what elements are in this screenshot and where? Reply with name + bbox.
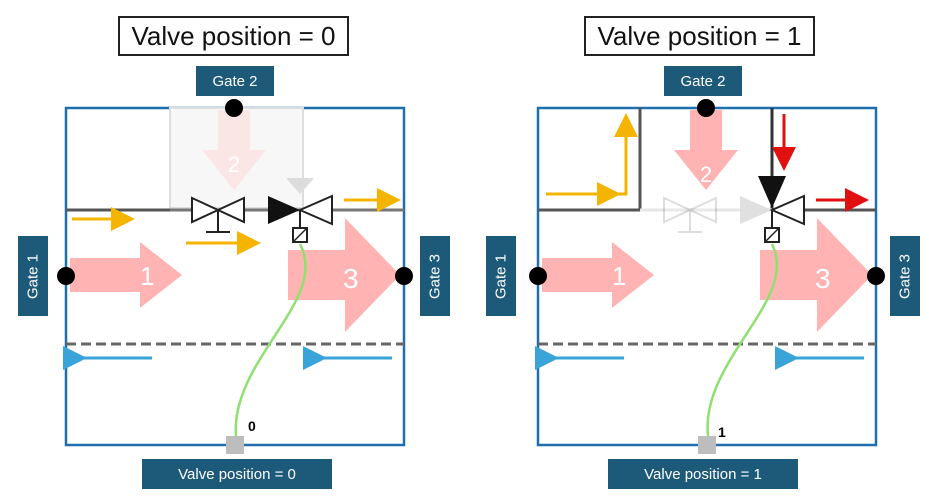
left-valve-position-label: Valve position = 0 xyxy=(142,459,332,489)
right-flow-arrow-3 xyxy=(760,218,872,332)
right-flow-arrow-1 xyxy=(542,242,654,308)
right-signal-line xyxy=(706,243,779,437)
left-title: Valve position = 0 xyxy=(118,16,349,56)
right-gate1-label: Gate 1 xyxy=(486,236,516,316)
left-gate3-dot-icon xyxy=(395,267,413,285)
left-gate2-dot-icon xyxy=(225,99,243,117)
right-two-way-valve-icon xyxy=(663,196,717,233)
right-flow-label-1: 1 xyxy=(612,261,626,291)
right-signal-value: 1 xyxy=(718,424,726,440)
right-flow-arrow-2 xyxy=(674,110,738,190)
right-gate1-dot-icon xyxy=(529,267,547,285)
left-signal-port xyxy=(226,436,244,454)
left-flow-label-2: 2 xyxy=(228,152,240,177)
left-flow-arrow-1 xyxy=(70,242,182,308)
left-flow-arrow-2 xyxy=(202,110,266,190)
right-three-way-valve-icon xyxy=(740,176,805,243)
left-three-way-valve-icon xyxy=(268,178,333,243)
left-flow-arrow-3 xyxy=(288,218,400,332)
right-signal-port xyxy=(698,436,716,454)
left-gate1-dot-icon xyxy=(57,267,75,285)
right-flow-label-3: 3 xyxy=(815,263,831,294)
right-valve-position-label: Valve position = 1 xyxy=(608,459,798,489)
right-flow-label-2: 2 xyxy=(700,162,712,187)
left-signal-line xyxy=(234,243,307,437)
left-signal-value: 0 xyxy=(248,418,256,434)
left-flow-label-3: 3 xyxy=(343,263,359,294)
right-gate2-dot-icon xyxy=(697,99,715,117)
right-panel: 2 1 3 xyxy=(529,99,885,454)
right-gate2-label: Gate 2 xyxy=(664,66,742,96)
right-gate3-dot-icon xyxy=(867,267,885,285)
left-gate3-label: Gate 3 xyxy=(420,236,450,316)
left-gate1-label: Gate 1 xyxy=(18,236,48,316)
left-two-way-valve-icon xyxy=(191,196,245,233)
left-gate2-label: Gate 2 xyxy=(196,66,274,96)
right-title: Valve position = 1 xyxy=(584,16,815,56)
left-panel: 2 1 3 xyxy=(57,99,413,454)
right-gate3-label: Gate 3 xyxy=(890,236,920,316)
left-flow-label-1: 1 xyxy=(140,261,154,291)
